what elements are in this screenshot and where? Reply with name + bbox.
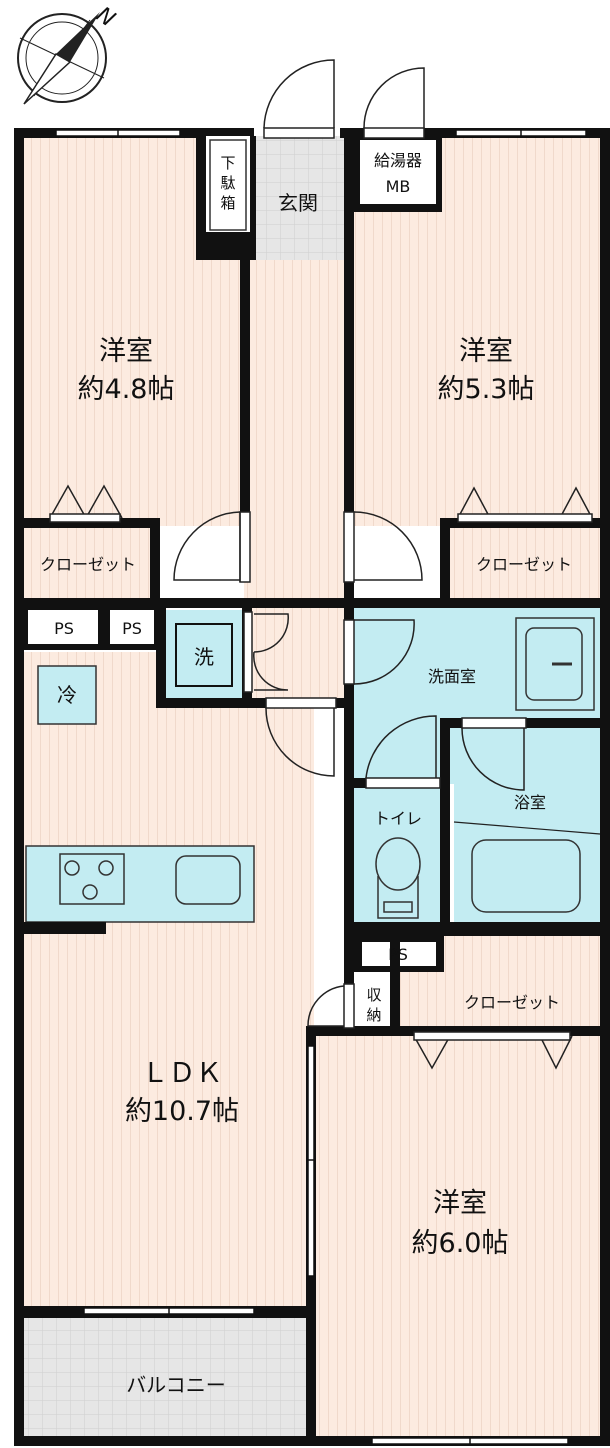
shoe-box-char-3: 箱: [220, 194, 235, 212]
toilet-bowl: [375, 837, 421, 919]
washer-box: [175, 623, 233, 687]
hallway-floor: [244, 258, 350, 700]
bathroom-floor: [454, 728, 600, 922]
closet-ne-floor: [446, 524, 600, 602]
ldk-floor: [22, 650, 314, 1310]
storage-char-1: 収: [366, 986, 381, 1004]
shoe-box-char-2: 駄: [220, 174, 235, 192]
western-room-nw-name: 洋室: [99, 336, 153, 367]
fridge-label: 冷: [57, 683, 77, 707]
north-label: N: [91, 2, 119, 32]
closet-nw-label: クローゼット: [40, 555, 136, 574]
fixtures: [37, 139, 595, 919]
closet-s-label: クローゼット: [464, 993, 560, 1012]
entrance-label: 玄関: [278, 191, 318, 215]
balcony-floor: [22, 1318, 308, 1436]
western-room-s-floor: [314, 1036, 600, 1436]
washroom-label: 洗面室: [428, 667, 476, 686]
western-room-s-size: 約6.0帖: [412, 1228, 509, 1259]
north-arrow-icon: [56, 12, 100, 62]
ldk-size: 約10.7帖: [125, 1096, 239, 1127]
bathtub: [471, 839, 581, 913]
western-room-ne-size: 約5.3帖: [438, 374, 535, 405]
cooktop: [59, 853, 125, 905]
toilet-floor: [354, 788, 444, 922]
doors: [49, 59, 601, 1070]
western-room-s-name: 洋室: [433, 1188, 487, 1219]
bathroom-label: 浴室: [514, 793, 546, 812]
balcony-label: バルコニー: [126, 1373, 226, 1397]
western-room-nw-size: 約4.8帖: [78, 374, 175, 405]
ps-2-label: PS: [122, 619, 142, 638]
ps-3-label: PS: [388, 945, 408, 964]
closet-nw-floor: [22, 524, 156, 602]
water-heater-label: 給湯器: [374, 151, 422, 170]
meter-box-label: MB: [386, 177, 411, 196]
kitchen-counter: [25, 845, 255, 923]
entrance-floor: [252, 136, 348, 260]
kitchen-sink: [175, 855, 241, 905]
labels: 洋室 約4.8帖 洋室 約5.3帖 ＬＤＫ 約10.7帖 洋室 約6.0帖 玄関…: [40, 151, 572, 1397]
closet-ne-label: クローゼット: [476, 555, 572, 574]
fridge-box: [37, 665, 97, 725]
compass: N: [17, 2, 119, 105]
ldk-name: ＬＤＫ: [142, 1058, 223, 1089]
shoe-box-char-1: 下: [220, 154, 235, 172]
washer-label: 洗: [194, 645, 214, 669]
windows: [55, 129, 587, 1445]
ps-1-label: PS: [54, 619, 74, 638]
storage-char-2: 納: [366, 1006, 381, 1024]
western-room-ne-name: 洋室: [459, 336, 513, 367]
toilet-label: トイレ: [374, 809, 422, 828]
